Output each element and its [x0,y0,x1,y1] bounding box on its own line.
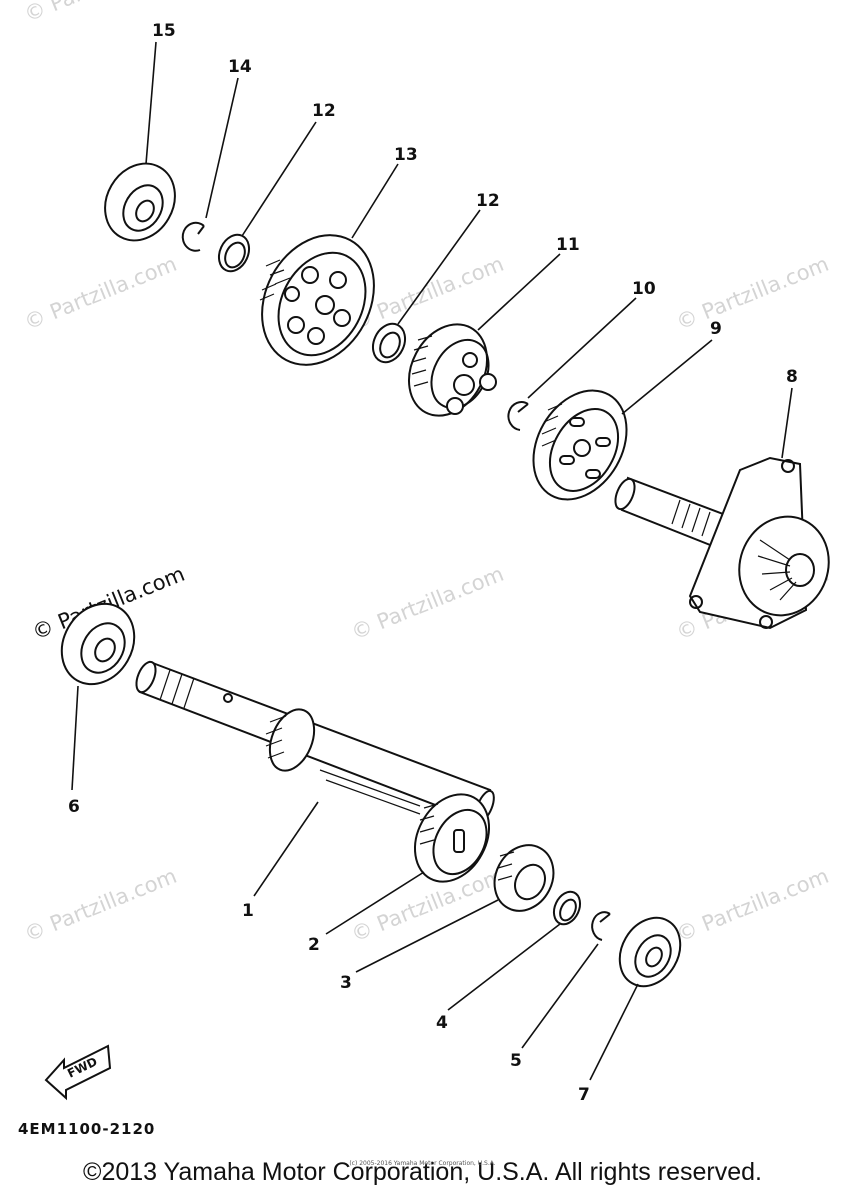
part-13-gear [259,234,375,366]
label-9: 9 [710,319,722,339]
label-13: 13 [394,145,418,165]
label-2: 2 [308,935,320,955]
diagram-code: 4EM1100-2120 [18,1120,155,1138]
fwd-arrow-icon: FWD [44,1044,112,1101]
part-6-bearing [60,602,136,686]
label-10: 10 [632,279,656,299]
part-3-gear [493,844,555,912]
part-2-gear [414,793,490,883]
part-12-washer-2 [371,322,407,364]
label-4: 4 [436,1013,448,1033]
label-1: 1 [242,901,254,921]
part-11-gear [408,323,497,417]
watermark: © Partzilla.com [673,864,832,947]
label-11: 11 [556,235,580,255]
part-9-gear [532,389,628,501]
part-4-washer [552,890,582,926]
part-8-shaft [614,456,830,630]
label-12: 12 [476,191,500,211]
small-copyright-notice: (c) 2005-2016 Yamaha Motor Corporation, … [349,1160,496,1167]
part-10-circlip [507,401,529,431]
part-14-circlip [181,221,205,252]
label-6: 6 [68,797,80,817]
watermark: © Partzilla.com [348,562,507,645]
label-12: 12 [312,101,336,121]
watermark: © Partzilla.com [673,252,832,335]
label-8: 8 [786,367,798,387]
leader-lines [71,41,793,1081]
label-3: 3 [340,973,352,993]
part-15-bearing [104,162,176,242]
label-15: 15 [152,21,176,41]
label-14: 14 [228,57,252,77]
watermark: © Partzilla.com [21,864,180,947]
copyright-notice: ©2013 Yamaha Motor Corporation, U.S.A. A… [83,1158,762,1186]
part-5-circlip [591,911,611,941]
watermark: © Partzilla.com [21,252,180,335]
part-12-washer [217,233,251,273]
label-7: 7 [578,1085,590,1105]
part-7-bearing [618,916,682,988]
label-5: 5 [510,1051,522,1071]
